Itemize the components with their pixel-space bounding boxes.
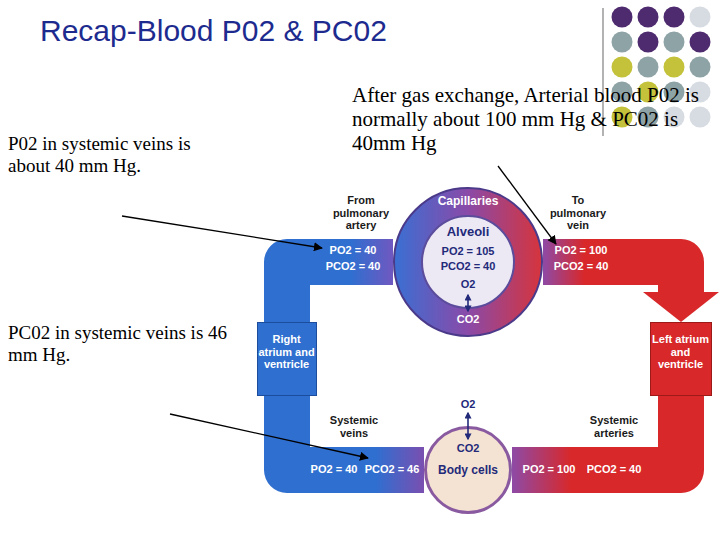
decor-dot: [638, 32, 659, 53]
blood-vessel: [287, 396, 424, 470]
decor-dot: [612, 7, 633, 28]
circle-shape: [422, 216, 514, 308]
decor-dot: [690, 107, 711, 128]
decor-dot: [638, 57, 659, 78]
vessel-name: From pulmonary artery: [326, 194, 396, 232]
pressure-value: PCO2 = 40: [421, 260, 515, 273]
pressure-value: PCO2 = 40: [320, 260, 386, 273]
exchange-arrow: [467, 413, 469, 439]
alveoli-label: Alveoli: [421, 225, 515, 240]
pressure-value: PO2 = 105: [421, 245, 515, 258]
gas-label: CO2: [424, 442, 512, 455]
vessel-path: [512, 396, 681, 470]
capillary-circle: CapillariesCO2 AlveoliPO2 = 105PCO2 = 40 O…: [393, 187, 543, 337]
vessel-name: To pulmonary vein: [544, 194, 612, 232]
decor-dot: [690, 57, 711, 78]
blood-vessel: [512, 396, 681, 470]
circle-shape: [394, 188, 542, 336]
callout-note: After gas exchange, Arterial blood P02 i…: [352, 83, 712, 155]
pressure-value: PCO2 = 40: [582, 463, 646, 476]
callout-note: PC02 in systemic veins is 46 mm Hg.: [8, 322, 233, 366]
gas-label: O2: [421, 278, 515, 291]
pressure-value: PCO2 = 46: [362, 463, 422, 476]
exchange-arrow: [467, 295, 469, 311]
pressure-value: PO2 = 40: [320, 244, 386, 257]
decor-dot: [612, 57, 633, 78]
leader-line: [498, 166, 556, 244]
vessel-name: Systemic arteries: [578, 414, 650, 439]
decor-dot: [664, 7, 685, 28]
vessel-name: Systemic veins: [318, 414, 390, 439]
gas-label: O2: [424, 398, 512, 411]
capillaries-label: Capillaries: [393, 195, 543, 209]
heart-chamber-box: Right atrium and ventricle: [257, 322, 317, 396]
leader-line: [122, 216, 322, 248]
decor-dot: [664, 57, 685, 78]
pressure-value: PCO2 = 40: [548, 260, 614, 273]
alveoli-circle: AlveoliPO2 = 105PCO2 = 40 O2: [421, 215, 515, 309]
decor-dot: [664, 32, 685, 53]
decor-dot: [638, 7, 659, 28]
slide-title: Recap-Blood P02 & PC02: [40, 14, 387, 48]
body-cells-circle: O2CO2Body cells: [424, 426, 512, 514]
gas-label: CO2: [393, 313, 543, 326]
decor-dot: [612, 32, 633, 53]
decor-dot: [690, 32, 711, 53]
flow-arrowhead: [643, 292, 719, 322]
pressure-value: PO2 = 40: [306, 463, 362, 476]
heart-chamber-box: Left atrium and ventricle: [650, 322, 712, 396]
callout-note: P02 in systemic veins is about 40 mm Hg.: [8, 133, 233, 177]
chamber-label: Right atrium and ventricle: [258, 333, 315, 371]
body-cells-label: Body cells: [424, 464, 512, 478]
pressure-value: PO2 = 100: [548, 244, 614, 257]
leader-line: [170, 414, 368, 458]
pressure-value: PO2 = 100: [518, 463, 580, 476]
vessel-path: [287, 396, 424, 470]
chamber-label: Left atrium and ventricle: [651, 333, 710, 371]
decor-dot: [690, 7, 711, 28]
